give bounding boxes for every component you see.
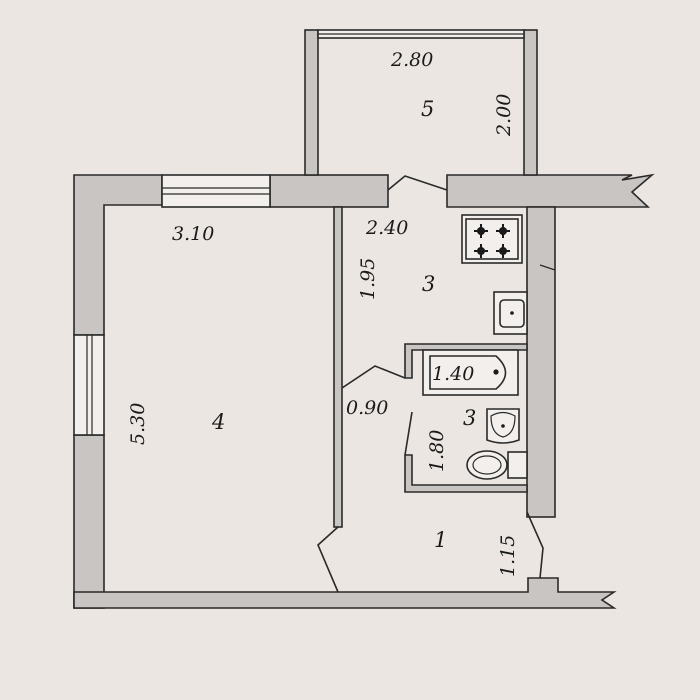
balcony-width: 2.80 bbox=[390, 49, 433, 71]
bathtub-icon bbox=[422, 349, 519, 396]
balcony bbox=[304, 29, 538, 176]
living-length: 5.30 bbox=[127, 403, 149, 445]
hallway-number: 1 bbox=[434, 528, 447, 552]
living-width: 3.10 bbox=[172, 223, 214, 245]
bottom-wall bbox=[73, 577, 617, 609]
balcony-door bbox=[387, 175, 448, 191]
doors bbox=[317, 175, 556, 593]
toilet-icon bbox=[466, 450, 528, 480]
bath-door-swing bbox=[404, 411, 413, 456]
bathroom-depth: 1.80 bbox=[426, 430, 448, 472]
bathroom-door-width: 0.90 bbox=[346, 397, 388, 419]
windows bbox=[73, 174, 271, 436]
kitchen-width: 2.40 bbox=[365, 217, 408, 239]
balcony-depth: 2.00 bbox=[493, 94, 515, 137]
right-wall bbox=[526, 206, 556, 518]
kitchen-number: 3 bbox=[422, 272, 435, 296]
living-number: 4 bbox=[211, 410, 225, 434]
partition-living bbox=[333, 206, 343, 528]
stove-icon bbox=[461, 214, 523, 264]
entry-door-front bbox=[526, 511, 544, 579]
window-top bbox=[161, 174, 271, 208]
balcony-number: 5 bbox=[421, 97, 434, 121]
entry-door-living bbox=[317, 526, 339, 593]
left-wall-bottom bbox=[73, 434, 105, 609]
bathroom-door bbox=[341, 365, 406, 389]
kitchen-depth: 1.95 bbox=[357, 258, 379, 300]
left-wall-top bbox=[73, 174, 163, 336]
top-wall-right bbox=[446, 173, 655, 208]
window-left bbox=[73, 334, 105, 436]
bathroom-wall-lower bbox=[404, 454, 528, 493]
washbasin-icon bbox=[486, 408, 520, 444]
bathtub-length: 1.40 bbox=[432, 363, 474, 385]
sink-icon bbox=[493, 291, 528, 335]
bathroom-number: 3 bbox=[463, 406, 476, 430]
walls bbox=[73, 173, 655, 609]
hallway-width: 1.15 bbox=[497, 535, 519, 577]
top-wall-middle bbox=[269, 174, 389, 208]
